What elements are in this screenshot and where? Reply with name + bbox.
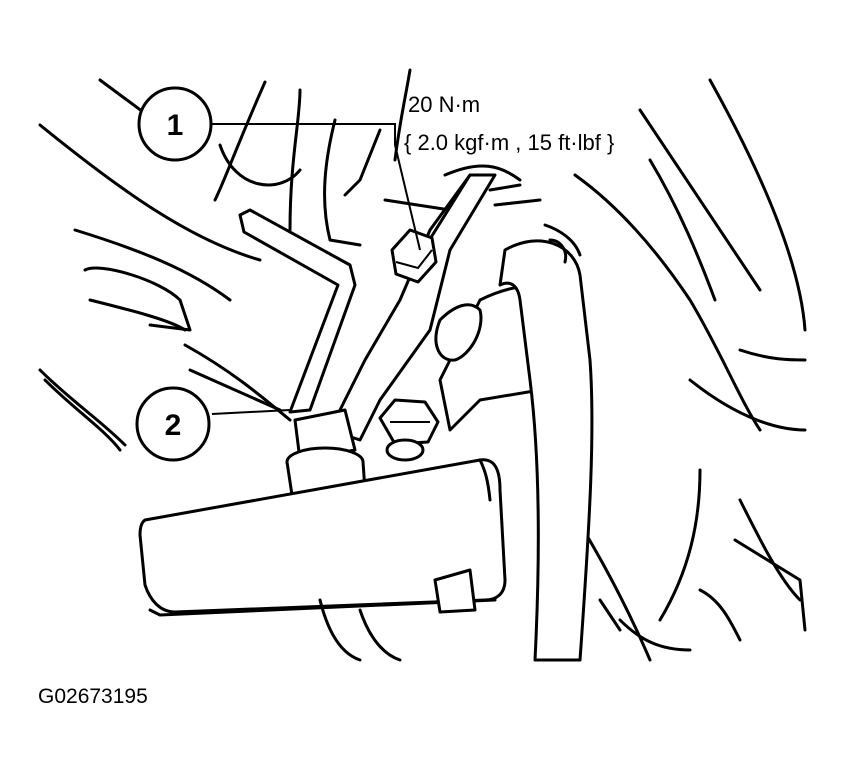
hose: [498, 223, 594, 662]
callout-1: 1: [137, 86, 213, 162]
allen-wrench: [238, 208, 357, 414]
callout-2: 2: [135, 386, 211, 462]
figure-id: G02673195: [38, 685, 148, 708]
leader-lines: [211, 123, 421, 415]
torque-value: 20 N·m: [408, 92, 480, 117]
torque-conversions: { 2.0 kgf·m , 15 ft·lbf }: [404, 130, 614, 155]
torque-leader: [394, 144, 421, 251]
upper-nut: [390, 228, 438, 284]
socket: [285, 408, 367, 504]
pedal-pad: [138, 458, 507, 662]
callout-2-number: 2: [165, 409, 182, 442]
lower-nut: [378, 398, 440, 462]
callout-1-number: 1: [167, 109, 184, 142]
callout-1-leader: [212, 123, 396, 145]
body-outlines: [38, 68, 807, 662]
torque-spec: 20 N·m { 2.0 kgf·m , 15 ft·lbf }: [404, 92, 614, 155]
callout-2-leader: [211, 409, 291, 415]
